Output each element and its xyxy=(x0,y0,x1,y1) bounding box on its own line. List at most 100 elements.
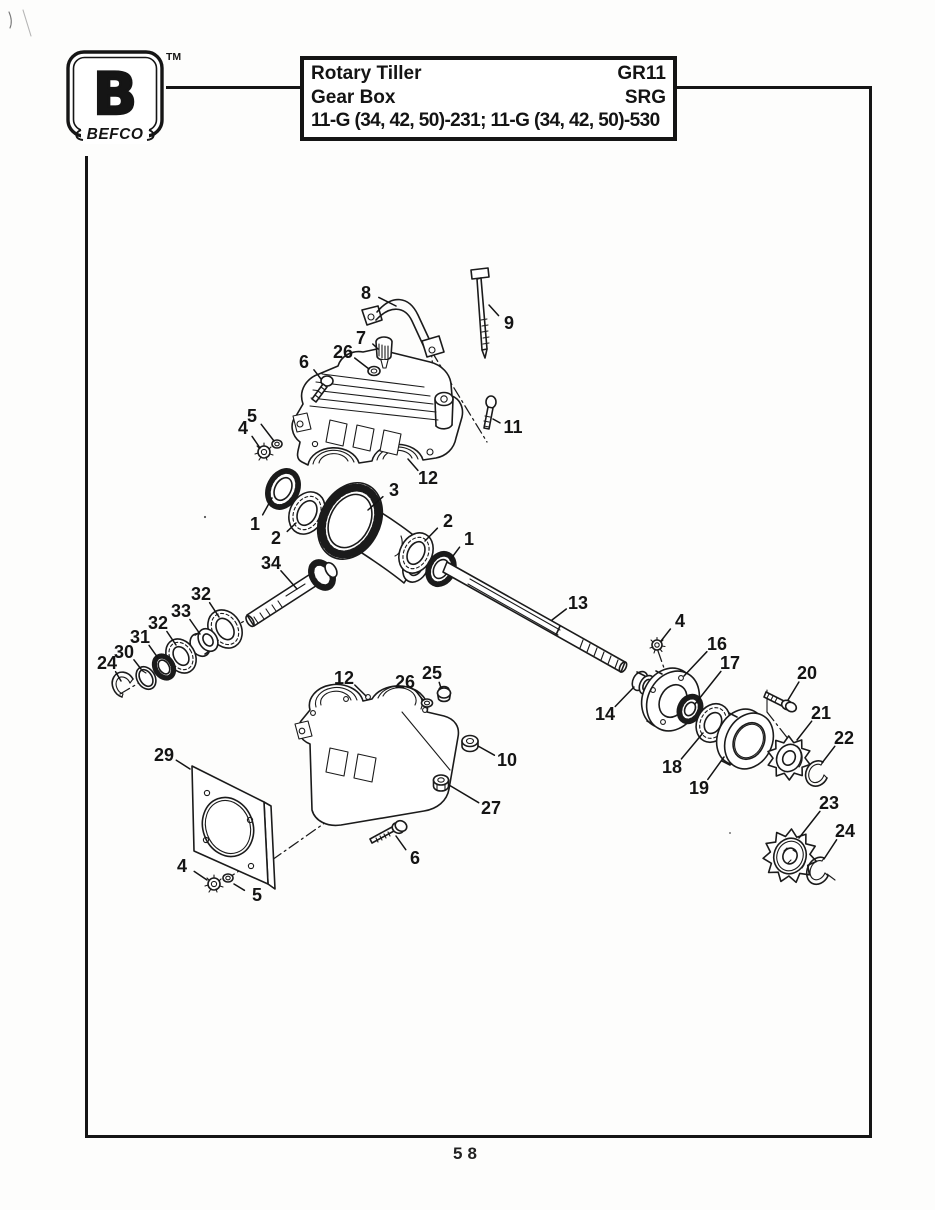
gearbox-housing-upper-12 xyxy=(291,348,464,466)
part-number-label: 22 xyxy=(834,728,854,748)
leader-line xyxy=(424,527,439,542)
part-number-label: 8 xyxy=(361,283,371,303)
part-number-label: 23 xyxy=(819,793,839,813)
frame-border-left xyxy=(85,156,88,1137)
lock-nut-4-right xyxy=(649,636,666,654)
assembly-name: Gear Box xyxy=(311,86,396,108)
bearing-17 xyxy=(676,693,704,725)
leader-line xyxy=(614,686,635,708)
bolt-6-upper xyxy=(311,375,334,403)
part-number-label: 12 xyxy=(418,468,438,488)
logo-swash-left xyxy=(75,129,84,141)
leader-line xyxy=(449,546,461,561)
leader-line xyxy=(175,759,191,770)
leader-line xyxy=(353,357,370,370)
leader-line xyxy=(280,570,298,590)
part-number-label: 4 xyxy=(177,856,187,876)
leader-line xyxy=(114,670,122,682)
header-connector-line xyxy=(166,86,300,89)
part-number-label: 4 xyxy=(675,611,685,631)
bolt-9 xyxy=(470,267,490,359)
part-number-label: 34 xyxy=(261,553,281,573)
model-code: GR11 xyxy=(617,63,666,84)
leader-line xyxy=(251,435,261,449)
part-number-label: 13 xyxy=(568,593,588,613)
vent-plug-7 xyxy=(375,336,393,369)
bolt-6-lower xyxy=(369,819,408,844)
leader-line xyxy=(477,745,496,756)
leader-line xyxy=(551,608,568,621)
plug-25 xyxy=(436,685,452,703)
bearing-2-right xyxy=(398,532,434,574)
leader-line xyxy=(414,689,424,701)
header-connector-line xyxy=(677,86,872,89)
nut-10 xyxy=(461,734,479,753)
leader-line xyxy=(823,839,838,860)
title-row: 11-G (34, 42, 50)-231; 11-G (34, 42, 50)… xyxy=(311,109,666,133)
leader-line xyxy=(354,684,367,697)
title-row: Rotary Tiller GR11 xyxy=(311,62,666,86)
leader-line xyxy=(313,369,322,380)
part-number-label: 26 xyxy=(333,342,353,362)
leader-line xyxy=(208,601,220,618)
leader-line xyxy=(372,343,379,350)
strap-bracket-8 xyxy=(361,298,445,358)
bolt-11 xyxy=(483,395,497,430)
part-number-label: 27 xyxy=(481,798,501,818)
leader-line xyxy=(395,835,407,851)
leader-line xyxy=(796,720,813,741)
ring-30 xyxy=(135,665,157,691)
leader-line xyxy=(233,883,246,892)
part-number-label: 7 xyxy=(356,328,366,348)
bearing-2-left xyxy=(288,491,326,535)
befco-logo: B BEFCO TM xyxy=(64,48,188,150)
doc-title: Rotary Tiller xyxy=(311,63,422,84)
sprocket-23 xyxy=(762,828,818,884)
part-number-label: 2 xyxy=(271,528,281,548)
logo-letter: B xyxy=(93,60,137,128)
part-number-label: 2 xyxy=(443,511,453,531)
lock-nut-4-bottom xyxy=(204,874,224,893)
frame-border-right xyxy=(869,86,872,1138)
leader-line xyxy=(683,650,708,677)
sprocket-21 xyxy=(767,735,811,781)
nut-27 xyxy=(432,774,450,792)
snap-ring-24-bottom xyxy=(805,856,836,886)
frame-border-bottom xyxy=(85,1135,872,1138)
page-number: 58 xyxy=(453,1144,482,1163)
leader-line xyxy=(787,681,800,701)
part-number-label: 6 xyxy=(299,352,309,372)
leader-line xyxy=(133,659,142,670)
logo-swash-right xyxy=(146,129,155,141)
spacer-33 xyxy=(189,627,219,658)
bearing-cup-19 xyxy=(715,708,775,770)
part-number-label: 32 xyxy=(148,613,168,633)
part-number-label: 29 xyxy=(154,745,174,765)
leader-line xyxy=(492,418,501,424)
part-number-label: 26 xyxy=(395,672,415,692)
part-number-label: 11 xyxy=(503,417,522,437)
leader-line xyxy=(148,644,159,659)
part-number-label: 14 xyxy=(595,704,615,724)
washer-26-lower xyxy=(420,698,434,708)
leader-line xyxy=(260,423,275,442)
part-number-label: 12 xyxy=(334,668,354,688)
trademark-symbol: TM xyxy=(166,51,181,63)
part-number-label: 25 xyxy=(422,663,442,683)
part-number-label: 16 xyxy=(707,634,727,654)
leader-line xyxy=(660,628,672,642)
part-number-label: 33 xyxy=(171,601,191,621)
leader-line xyxy=(821,745,836,764)
washer-5-upper xyxy=(271,439,283,449)
cover-plate-29 xyxy=(191,765,276,890)
leader-line xyxy=(378,296,397,307)
leader-line xyxy=(694,670,722,705)
part-number-label: 20 xyxy=(797,663,817,683)
pinion-shaft-34 xyxy=(245,559,338,628)
lock-nut-4-upper xyxy=(254,442,274,461)
leader-line xyxy=(286,522,297,533)
part-number-label: 5 xyxy=(252,885,262,905)
leader-line xyxy=(438,681,442,689)
leader-line xyxy=(193,870,208,881)
washer-5-bottom xyxy=(222,873,234,883)
